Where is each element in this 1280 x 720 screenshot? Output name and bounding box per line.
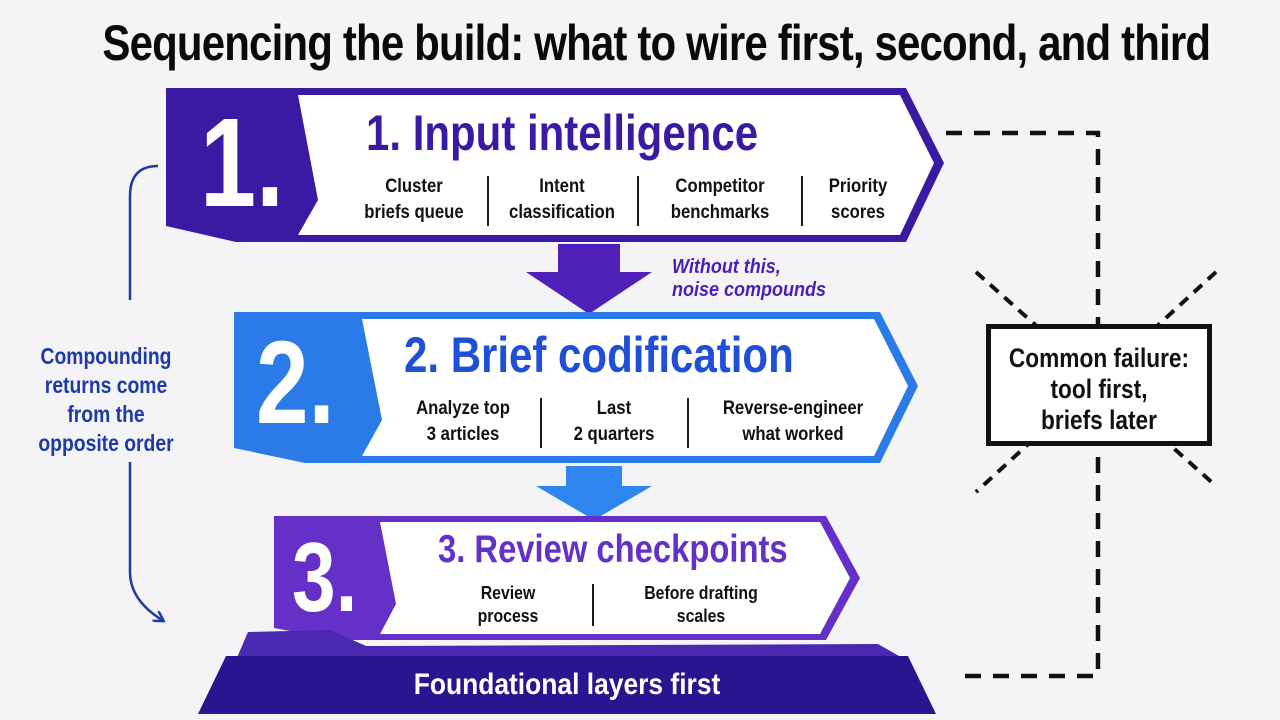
arrow-note: Without this,noise compounds — [672, 256, 827, 301]
divider — [592, 584, 594, 626]
curved-arrow-icon — [128, 164, 162, 620]
down-arrow-icon — [526, 244, 652, 314]
down-arrow-icon — [536, 466, 652, 520]
foundation-label: Foundational layers first — [413, 668, 721, 701]
divider — [801, 176, 803, 226]
step-1-number: 1. — [200, 92, 285, 233]
step-3-title: 3. Review checkpoints — [438, 528, 788, 571]
divider — [540, 398, 542, 448]
page-title: Sequencing the build: what to wire first… — [102, 15, 1211, 71]
divider — [487, 176, 489, 226]
step-2-title: 2. Brief codification — [404, 327, 794, 383]
step-1-chevron — [166, 88, 944, 242]
divider — [687, 398, 689, 448]
divider — [637, 176, 639, 226]
foundation-base — [198, 630, 936, 714]
step-2-chevron — [234, 312, 918, 463]
step-3-chevron — [274, 516, 860, 640]
failure-box: Common failure:tool first,briefs later — [986, 324, 1212, 446]
step-1-title: 1. Input intelligence — [366, 105, 759, 161]
step-2-number: 2. — [256, 317, 335, 449]
step-3-number: 3. — [292, 522, 358, 632]
